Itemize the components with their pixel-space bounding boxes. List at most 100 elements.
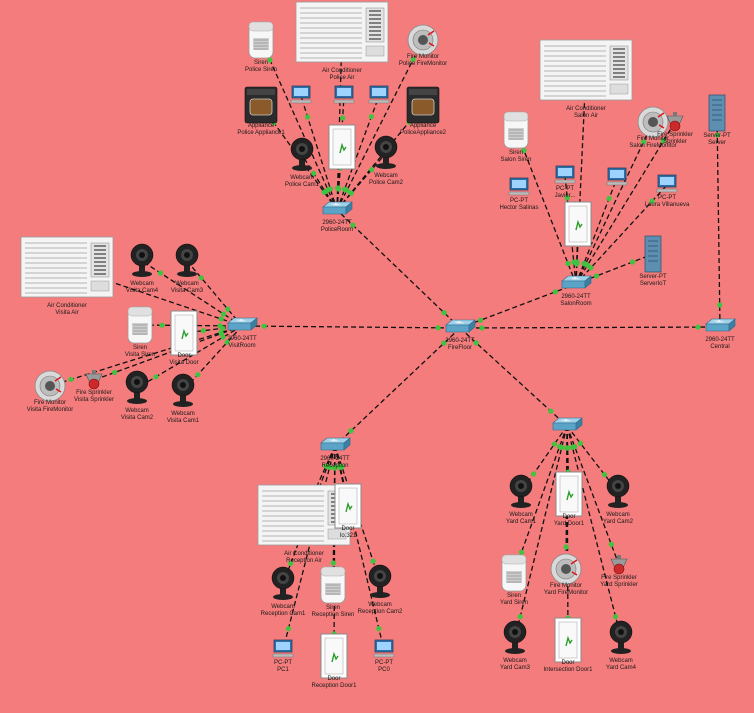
port-status-dot: [159, 322, 165, 328]
device-pc-p-pc1[interactable]: [290, 85, 312, 104]
ac-big-icon: [539, 39, 633, 101]
device-type-label: Webcam: [130, 281, 154, 287]
port-status-dot: [220, 334, 226, 340]
webcam-icon: [175, 243, 199, 277]
device-type-label: 2960-24TT: [320, 456, 350, 462]
port-status-dot: [640, 139, 647, 145]
device-switch-sw-yard[interactable]: [552, 417, 583, 431]
port-status-dot: [606, 195, 612, 202]
device-name-label: Yard Cam1: [506, 519, 537, 525]
device-type-label: Webcam: [125, 408, 149, 414]
switch-icon: [561, 275, 592, 289]
device-name-label: Yard Siren: [500, 600, 528, 606]
device-pc-s-pc-javier[interactable]: PC-PTJavier...: [555, 165, 576, 199]
port-status-dot: [288, 560, 294, 567]
webcam-icon: [125, 370, 149, 404]
device-type-label: PC-PT: [274, 660, 292, 666]
port-status-dot: [612, 614, 619, 620]
door-icon: [564, 201, 592, 247]
port-status-dot: [368, 114, 374, 120]
network-link: [186, 260, 243, 327]
port-status-dot: [336, 186, 342, 192]
port-status-dot: [337, 464, 343, 470]
door-icon: [555, 471, 583, 517]
device-type-label: Door: [562, 514, 575, 520]
device-door-p-door[interactable]: [328, 124, 356, 170]
device-pc-s-pc-3[interactable]: [606, 167, 628, 186]
network-link: [575, 121, 654, 285]
network-link: [459, 283, 577, 329]
firemonitor-icon: [407, 24, 439, 56]
device-pc-p-pc2[interactable]: [333, 85, 355, 104]
device-type-label: Webcam: [374, 173, 398, 179]
network-link: [575, 253, 654, 285]
webcam-icon: [509, 474, 533, 508]
device-type-label: PC-PT: [556, 186, 574, 192]
device-name-label: FireFloor: [448, 345, 472, 351]
webcam-icon: [368, 564, 392, 598]
port-status-dot: [267, 57, 273, 63]
port-status-dot: [518, 549, 525, 555]
device-door-s-door[interactable]: [564, 201, 592, 247]
webcam-icon: [130, 243, 154, 277]
port-status-dot: [330, 560, 336, 566]
port-status-dot: [410, 57, 416, 63]
firemonitor-icon: [637, 106, 669, 138]
device-type-label: Webcam: [271, 604, 295, 610]
device-pc-p-pc3[interactable]: [368, 85, 390, 104]
port-status-dot: [435, 325, 441, 331]
device-name-label: Police Cam1: [285, 182, 320, 188]
siren-icon: [320, 566, 346, 604]
door-icon: [170, 310, 198, 356]
device-type-label: Webcam: [503, 658, 527, 664]
port-status-dot: [552, 289, 559, 295]
device-name-label: Io.321: [340, 533, 357, 539]
